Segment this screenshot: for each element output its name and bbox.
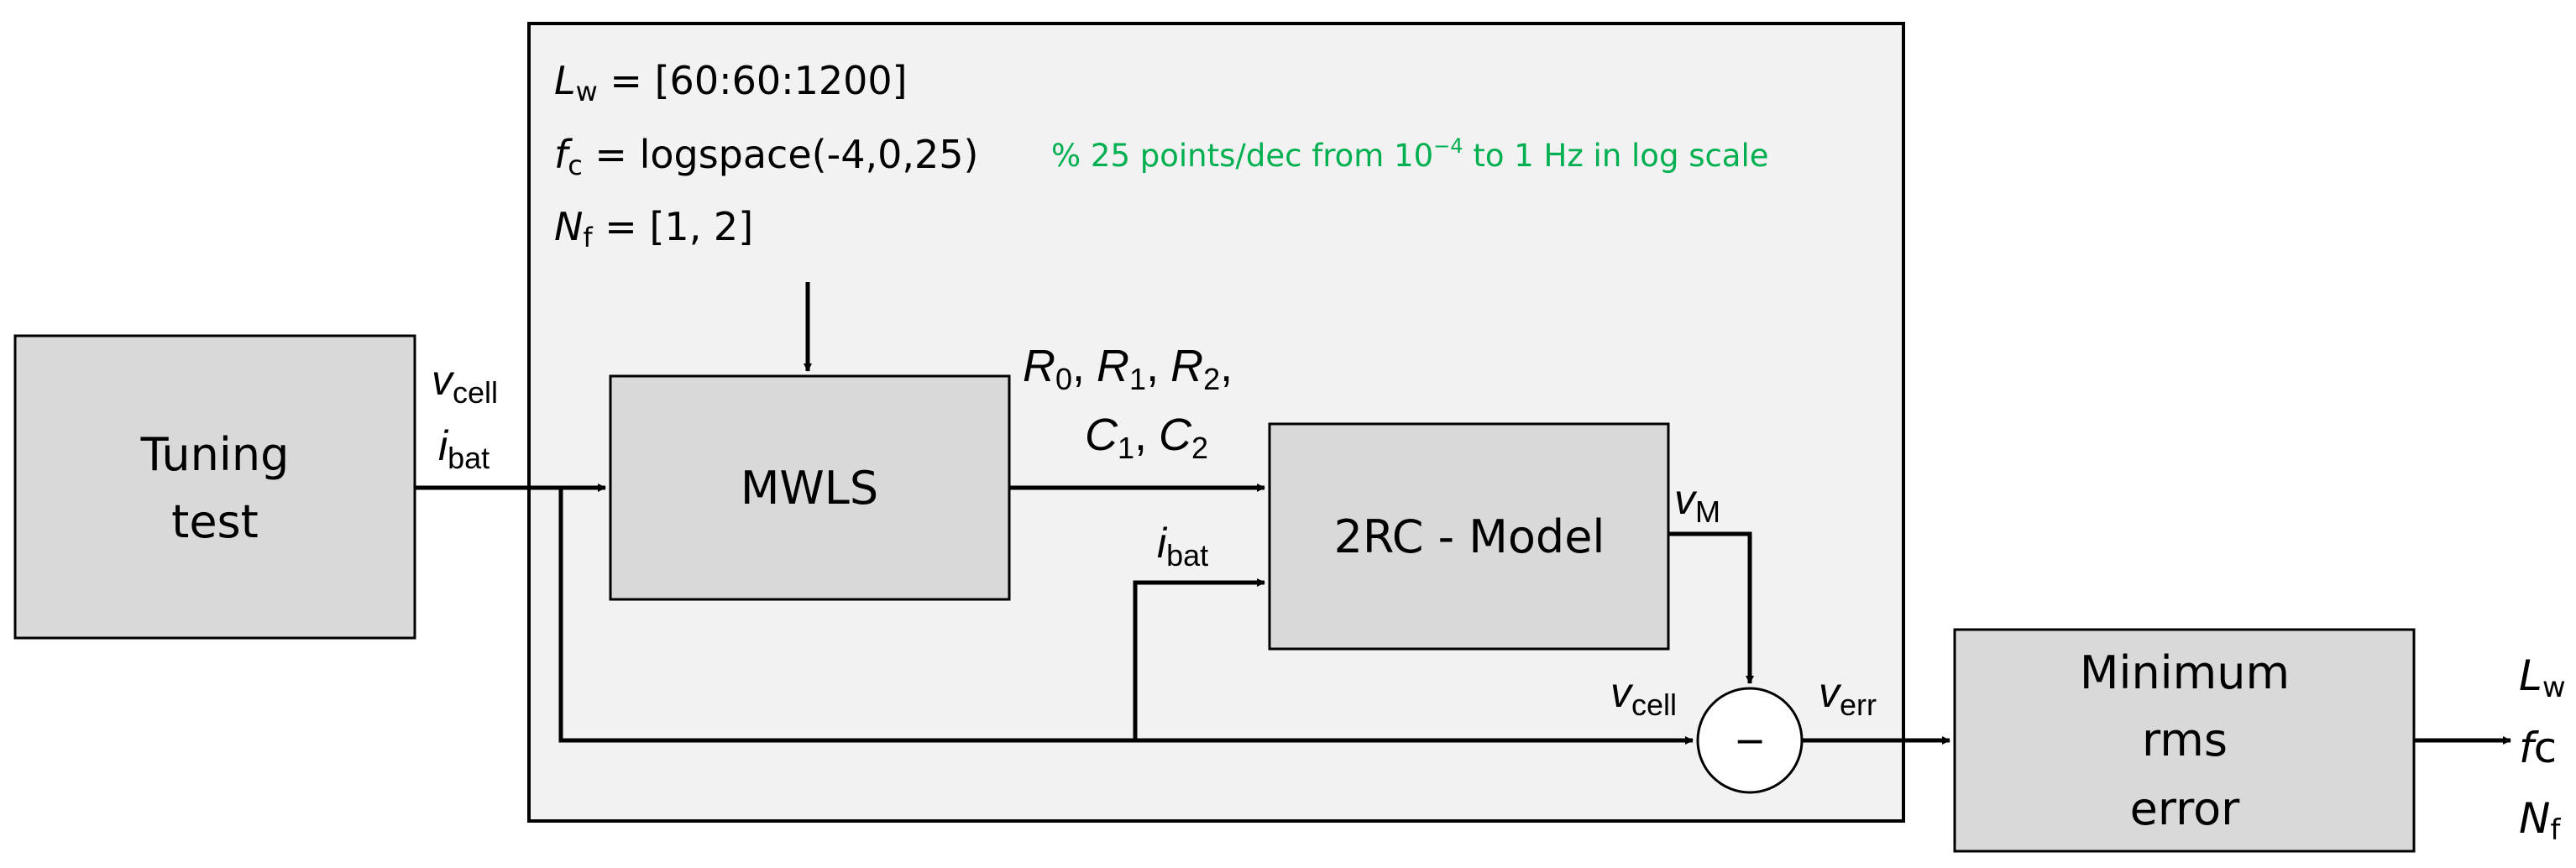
svg-text:% 25 points/dec from 10−4 to 1: % 25 points/dec from 10−4 to 1 Hz in log… <box>1051 134 1769 174</box>
mwls-block <box>609 374 1011 601</box>
vm-label: vM <box>1674 476 1720 529</box>
ibat-label-model: ibat <box>1157 520 1208 573</box>
tuning-test-block <box>13 334 416 640</box>
svg-text:Lw = [60:60:1200]: Lw = [60:60:1200] <box>554 58 908 107</box>
min-label-1: Minimum <box>2080 646 2290 699</box>
verr-label: verr <box>1819 669 1877 722</box>
bus-branch <box>558 488 1694 745</box>
svg-text:fc = logspace(-4,0,25): fc = logspace(-4,0,25) <box>554 132 978 181</box>
tuning-test-label-1: Tuning <box>140 428 290 481</box>
model-to-subtractor <box>1668 531 1754 684</box>
output-nf: Nf <box>2519 794 2561 847</box>
model-label: 2RC - Model <box>1334 510 1605 563</box>
param-r-labels: R0,R1,R2, <box>1023 341 1233 396</box>
param-lw: Lw = [60:60:1200] <box>554 58 908 107</box>
subtractor-sign: − <box>1734 718 1767 763</box>
ibat-branch <box>1133 578 1265 740</box>
min-rms-error-block <box>1953 628 2416 853</box>
param-fc: fc = logspace(-4,0,25) <box>554 132 978 181</box>
vcell-label-input: vcell <box>432 357 498 410</box>
param-nf: Nf = [1, 2] <box>554 204 753 254</box>
param-c-labels: C1,C2 <box>1085 410 1208 465</box>
vcell-label-bus: vcell <box>1610 669 1677 722</box>
output-lw: Lw <box>2519 651 2566 704</box>
tuning-test-label-2: test <box>171 495 259 548</box>
param-fc-comment: % 25 points/dec from 10−4 to 1 Hz in log… <box>1051 134 1769 174</box>
min-label-3: error <box>2130 782 2241 835</box>
output-fc: fc <box>2519 724 2557 772</box>
ibat-label-input: ibat <box>438 422 490 475</box>
min-label-2: rms <box>2142 714 2228 766</box>
mwls-label: MWLS <box>741 462 878 515</box>
model-block <box>1268 422 1670 651</box>
svg-text:Nf = [1, 2]: Nf = [1, 2] <box>554 204 753 254</box>
